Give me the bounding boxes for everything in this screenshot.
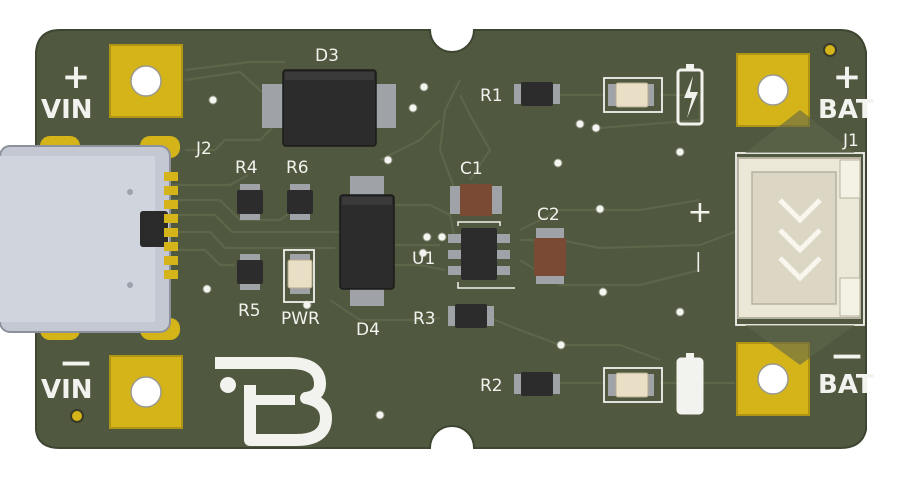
connector-polarity: + — [686,195,713,273]
vias [202,82,685,420]
resistor-r5 [237,254,263,290]
label-u1: U1 [412,249,435,269]
led-pwr [283,249,315,303]
component-designators: J1 J2 D3 D4 R1 R2 R3 R4 R5 R6 C1 C2 U1 P… [195,46,859,396]
vin-plus-sign: + [62,57,91,97]
battery-charging-icon [676,64,704,126]
vin-minus-pad [109,355,183,429]
conn-plus-sign: + [687,195,712,230]
resistor-r4 [237,184,263,220]
label-d4: D4 [356,320,380,340]
bat-plus-sign: + [833,57,862,97]
jst-connector-j1 [735,110,865,365]
vin-plus-pad [109,44,183,118]
vin-minus-label: VIN [41,375,93,405]
logo-b-icon [215,357,332,446]
resistor-r3 [448,304,494,328]
bat-plus-label: BAT [818,95,874,125]
bat-minus-sign: — [832,338,862,373]
resistor-r1 [514,82,560,106]
mounting-dot [823,43,837,57]
conn-minus-sign: — [686,251,711,273]
label-d3: D3 [315,46,339,66]
bat-minus-label: BAT [818,370,874,400]
label-j1: J1 [842,131,859,151]
label-pwr: PWR [281,309,320,329]
label-r3: R3 [413,309,436,329]
label-r1: R1 [480,86,503,106]
resistor-r2 [514,372,560,396]
silkscreen-labels: + VIN — VIN + BAT — BAT [41,57,874,405]
led-charging [603,77,663,113]
usb-c-connector-j2 [0,136,180,340]
resistor-r6 [287,184,313,220]
capacitor-c2 [534,228,566,284]
ic-u1 [448,221,515,289]
label-j2: J2 [195,139,212,159]
vin-plus-label: VIN [41,95,93,125]
label-r4: R4 [235,158,258,178]
label-c2: C2 [537,205,560,225]
diode-d3 [262,69,396,147]
label-r2: R2 [480,376,503,396]
label-c1: C1 [460,159,483,179]
led-full [603,367,663,403]
diode-d4 [339,176,395,306]
label-r5: R5 [238,301,261,321]
battery-full-icon [676,353,704,415]
vin-minus-sign: — [61,345,91,380]
capacitor-c1 [450,184,502,216]
mounting-dot [70,409,84,423]
label-r6: R6 [286,158,309,178]
